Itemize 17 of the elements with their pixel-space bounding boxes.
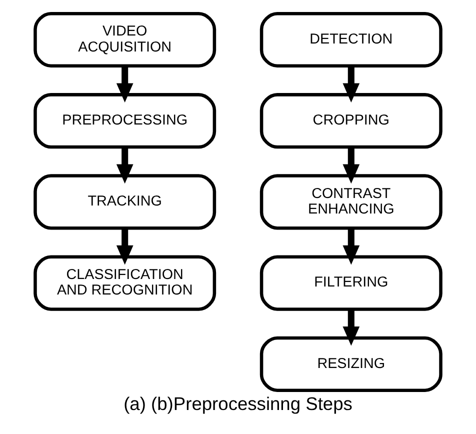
node-box: CLASSIFICATION AND RECOGNITION (34, 255, 216, 311)
arrow (342, 310, 360, 346)
arrow (342, 147, 360, 184)
node-box: VIDEO ACQUISITION (34, 12, 216, 68)
node-box: FILTERING (260, 255, 442, 311)
arrow (342, 66, 360, 102)
node-box: CROPPING (260, 93, 442, 149)
node-box: TRACKING (34, 174, 216, 230)
node-box: PREPROCESSING (34, 93, 216, 149)
node-box: RESIZING (260, 336, 442, 392)
arrow (116, 147, 134, 184)
arrow (342, 228, 360, 265)
caption: (a) (b)Preprocessinng Steps (124, 393, 352, 414)
arrow (116, 228, 134, 265)
arrow (116, 66, 134, 102)
node-box: CONTRAST ENHANCING (260, 174, 442, 230)
node-box: DETECTION (260, 12, 442, 68)
